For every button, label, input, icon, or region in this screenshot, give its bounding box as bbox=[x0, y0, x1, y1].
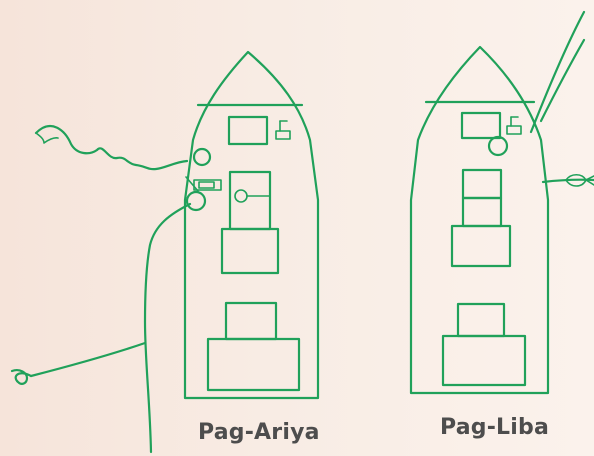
right-boat-middle-lower-compartment bbox=[461, 196, 503, 228]
left-trailing-lines bbox=[10, 125, 192, 454]
left-boat-label: Pag-Ariya bbox=[198, 420, 320, 445]
left-boat-side-equipment bbox=[185, 147, 222, 212]
right-boat-rear-lower-compartment bbox=[441, 334, 527, 387]
right-side-lines bbox=[529, 10, 594, 187]
left-lower-side-loop bbox=[10, 369, 33, 385]
right-boat-ring bbox=[487, 135, 509, 157]
left-boat-lower-compartment bbox=[220, 227, 280, 275]
left-lower-side-line bbox=[29, 341, 147, 378]
left-lower-trailing-line bbox=[143, 202, 192, 454]
right-boat-middle-upper-compartment bbox=[461, 168, 503, 200]
left-boat-hull bbox=[183, 50, 320, 400]
right-side-fish-shape bbox=[565, 173, 594, 187]
right-side-hook-line bbox=[541, 178, 594, 184]
left-boat-small-box bbox=[275, 120, 291, 140]
left-boat-rear-upper-compartment bbox=[224, 301, 278, 341]
right-boat-lower-compartment bbox=[450, 224, 512, 268]
right-boat-small-box bbox=[506, 116, 522, 135]
left-boat bbox=[183, 50, 320, 400]
left-boat-rear-lower-compartment bbox=[206, 337, 301, 392]
right-boat-top-compartment bbox=[460, 111, 502, 140]
left-upper-trailing-line-tip bbox=[35, 132, 59, 144]
right-boat-rear-upper-compartment bbox=[456, 302, 506, 338]
right-top-trailing-line-one bbox=[529, 10, 586, 134]
left-boat-top-compartment bbox=[227, 115, 269, 146]
right-top-trailing-line-two bbox=[539, 38, 586, 123]
left-upper-trailing-line bbox=[34, 125, 189, 171]
right-boat-label: Pag-Liba bbox=[440, 415, 550, 440]
right-boat-hull bbox=[409, 45, 550, 395]
right-boat bbox=[409, 45, 550, 395]
left-boat-middle-ring bbox=[234, 189, 248, 203]
